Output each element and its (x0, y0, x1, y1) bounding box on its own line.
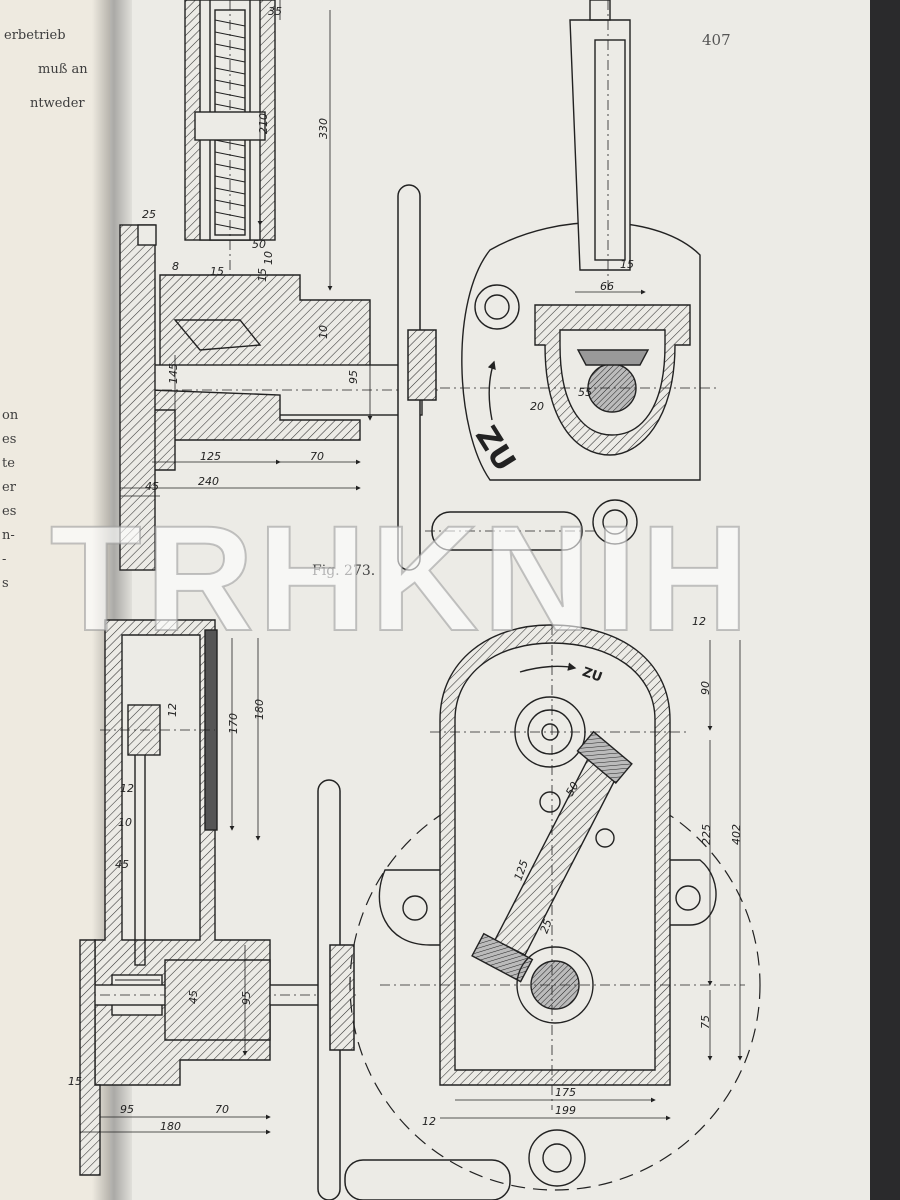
dim-75: 75 (699, 1015, 712, 1029)
lower-dimension-lines (80, 638, 743, 1135)
left-page: erbetrieb muß an ntweder on es te er es … (0, 0, 128, 1200)
left-text-line-6: te (2, 456, 15, 471)
left-text-line-3: ntweder (30, 96, 85, 111)
dim-25: 25 (142, 208, 156, 221)
dim-199: 199 (555, 1104, 576, 1117)
left-text-line-10: - (2, 552, 7, 567)
left-text-line-5: es (2, 432, 17, 447)
dim-180-b: 180 (160, 1120, 181, 1133)
dim-12-d: 12 (422, 1115, 436, 1128)
dim-125: 125 (200, 450, 221, 463)
dim-66: 66 (600, 280, 614, 293)
left-text-line-8: es (2, 504, 17, 519)
lower-front-view (349, 624, 761, 1191)
dim-35: 35 (268, 5, 282, 18)
upper-front-view (440, 0, 720, 545)
dim-45-a: 45 (115, 858, 129, 871)
watermark: TRHKNIH (49, 493, 753, 663)
upper-handwheel (397, 184, 600, 571)
dim-90: 90 (699, 681, 712, 695)
dim-45: 45 (145, 480, 159, 493)
upper-dimension-lines (120, 0, 646, 497)
dim-15-b: 15 (256, 268, 269, 282)
dim-95: 95 (347, 370, 360, 384)
dim-15: 15 (68, 1075, 82, 1088)
dim-175: 175 (555, 1086, 576, 1099)
dim-402: 402 (730, 824, 743, 845)
left-text-line-2: muß an (38, 62, 88, 77)
dim-55: 55 (578, 386, 592, 399)
dim-10-b: 10 (317, 325, 330, 339)
dim-95-b: 95 (120, 1103, 134, 1116)
dim-210: 210 (257, 113, 270, 134)
dim-330: 330 (317, 118, 330, 139)
dim-70: 70 (215, 1103, 229, 1116)
dim-70: 70 (310, 450, 324, 463)
dim-12-a: 12 (166, 703, 179, 717)
dim-145: 145 (167, 363, 180, 384)
dim-12-c: 12 (692, 615, 706, 628)
dim-15-c: 15 (620, 258, 634, 271)
left-text-line-4: on (2, 408, 19, 423)
dim-10: 10 (118, 816, 132, 829)
dim-15-a: 15 (210, 265, 224, 278)
left-text-line-1: erbetrieb (4, 28, 66, 43)
lower-handwheel (317, 779, 511, 1200)
page-number: 407 (702, 31, 731, 49)
dim-10-a: 10 (262, 251, 275, 265)
dim-25: 25 (538, 917, 555, 935)
dim-45-b: 45 (187, 990, 200, 1004)
dim-20: 20 (530, 400, 544, 413)
dim-95-a: 95 (240, 991, 253, 1005)
dim-12-b: 12 (120, 782, 134, 795)
dim-225: 225 (700, 824, 713, 845)
dim-170: 170 (227, 713, 240, 734)
dim-8: 8 (172, 260, 179, 273)
dim-50: 50 (563, 780, 581, 799)
dim-50: 50 (252, 238, 266, 251)
upper-side-section (119, 0, 440, 571)
left-text-line-7: er (2, 480, 16, 495)
close-direction-label-lower: ZU (580, 665, 604, 686)
dim-180-a: 180 (253, 699, 266, 720)
dim-240: 240 (198, 475, 219, 488)
left-text-line-9: n- (2, 528, 15, 543)
lower-dimension-labels: 12 170 180 12 10 45 45 95 15 95 70 180 1… (68, 615, 743, 1133)
figure-caption: Fig. 273. (312, 563, 376, 579)
left-text-line-11: s (2, 576, 9, 591)
